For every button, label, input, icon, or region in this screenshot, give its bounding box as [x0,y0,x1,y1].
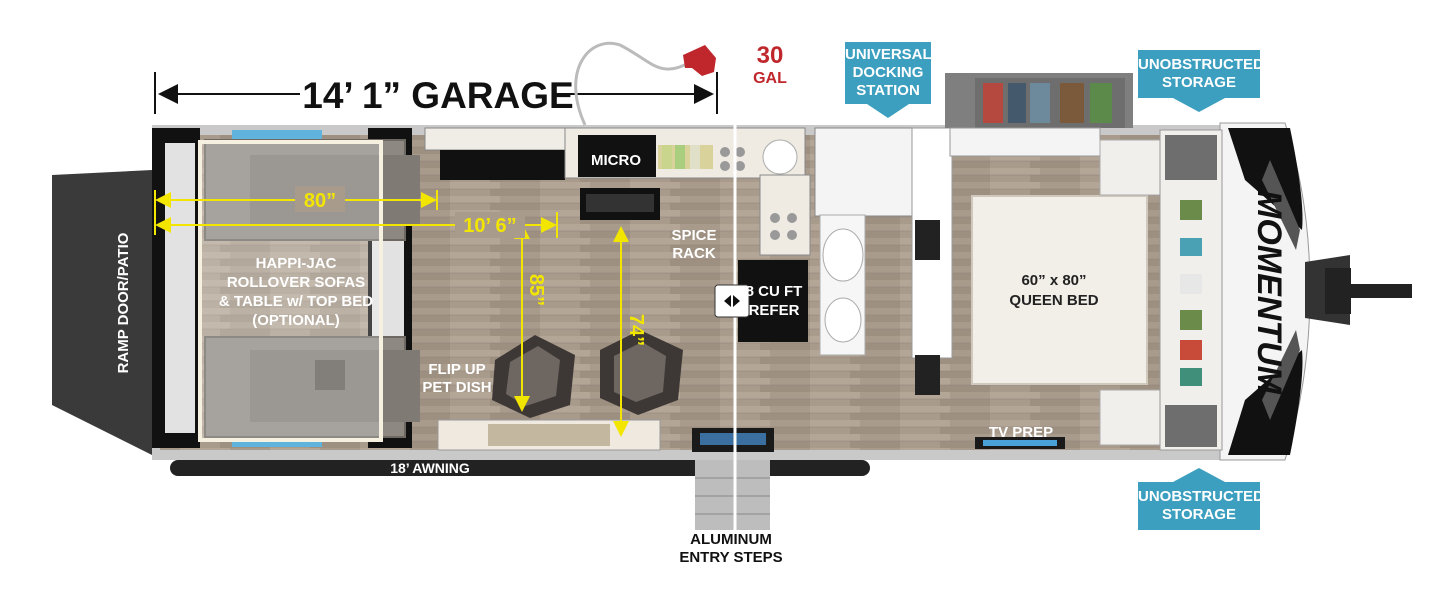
refer-label-1: 8 CU FT [746,283,803,300]
universal-docking-station-callout: UNIVERSAL DOCKING STATION [845,42,932,104]
dim-74: 74” [625,314,647,346]
storage-bottom-callout-pointer [1173,468,1225,482]
storage-top-line-1: UNOBSTRUCTED [1138,56,1264,73]
unobstructed-storage-top-callout: UNOBSTRUCTED STORAGE [1138,50,1264,98]
docking-line-3: STATION [856,82,920,99]
storage-top-callout-pointer [1173,98,1225,112]
fuel-nozzle-icon [683,45,716,76]
docking-callout-pointer [867,104,909,118]
micro-label: MICRO [591,152,641,169]
ramp-door [52,170,152,455]
dim-10-6: 10’ 6” [463,215,516,237]
docking-line-1: UNIVERSAL [845,46,932,63]
tv-prep-label: TV PREP [989,424,1053,441]
dim-80: 80” [304,190,336,212]
garage-label: 14’ 1” GARAGE [302,75,573,116]
fuel-capacity: 30 [757,42,784,69]
refer-label-2: REFER [749,302,800,319]
entry-steps [695,460,770,530]
storage-bottom-line-2: STORAGE [1162,506,1236,523]
fuel-station: 30 GAL [574,41,787,126]
fuel-unit: GAL [753,70,787,87]
storage-bottom-line-1: UNOBSTRUCTED [1138,488,1264,505]
sofa-label-3: & TABLE w/ TOP BED [219,293,373,310]
kitchen [424,127,811,342]
queen-bed-label-1: 60” x 80” [1021,272,1086,289]
awning-label: 18’ AWNING [390,460,470,476]
sofa-label-1: HAPPI-JAC [256,255,337,272]
entry-steps-label-2: ENTRY STEPS [679,549,782,566]
spice-rack-label-1: SPICE [671,227,716,244]
garage-dimension: 14’ 1” GARAGE [154,72,718,116]
bathroom [814,127,953,395]
interior-dimensions: 80” 10’ 6” 85” 74” [154,186,647,437]
bedroom [945,73,1223,451]
brand-logo: MOMENTUM [1250,190,1288,395]
unobstructed-storage-bottom-callout: UNOBSTRUCTED STORAGE [1138,482,1264,530]
queen-bed-label-2: QUEEN BED [1009,292,1098,309]
storage-top-line-2: STORAGE [1162,74,1236,91]
sofa-label-4: (OPTIONAL) [252,312,340,329]
pet-dish-label-2: PET DISH [422,379,491,396]
pet-dish-label-1: FLIP UP [428,361,485,378]
slide-indicator [714,284,750,318]
docking-line-2: DOCKING [852,64,924,81]
entry-steps-label-1: ALUMINUM [690,531,772,548]
sofa-label-2: ROLLOVER SOFAS [227,274,365,291]
ramp-door-label: RAMP DOOR/PATIO [115,232,132,373]
dim-85: 85” [525,274,547,306]
spice-rack-label-2: RACK [672,245,715,262]
